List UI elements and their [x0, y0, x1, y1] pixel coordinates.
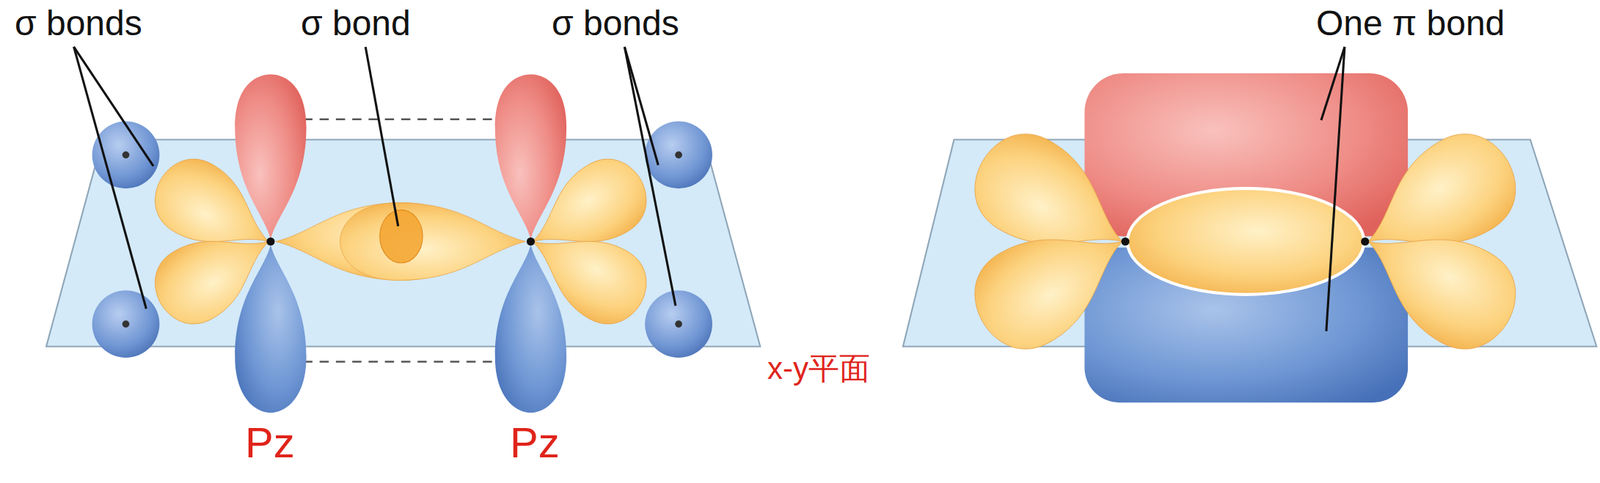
sigma-lobe	[339, 203, 526, 281]
carbon-dot	[526, 237, 535, 246]
carbon-dot	[1120, 237, 1130, 246]
leader-line	[624, 46, 676, 306]
nucleus-dot	[674, 151, 683, 159]
nucleus-dot	[122, 320, 130, 328]
hydrogen-sphere	[92, 121, 160, 189]
leader-lines	[74, 46, 676, 309]
hydrogen-sphere	[92, 290, 160, 359]
left-panel	[46, 46, 761, 414]
leader-line	[365, 46, 398, 227]
leader-line	[1326, 46, 1345, 332]
sp2-lobe	[1342, 197, 1534, 367]
orbital-label: Pz	[509, 419, 560, 467]
bond-label: σ bond	[300, 4, 411, 44]
nucleus-dot	[674, 320, 683, 328]
carbon-dot	[266, 237, 275, 246]
sp2-lobe	[141, 208, 289, 338]
carbon-dot	[1360, 237, 1369, 246]
leader-lines	[1321, 46, 1345, 332]
nucleus-dot	[122, 151, 130, 159]
bond-label: σ bonds	[14, 4, 143, 44]
bond-label: σ bonds	[551, 4, 680, 44]
overlap-sphere	[380, 209, 423, 263]
leader-line	[74, 46, 147, 309]
sigma-lobe	[1127, 188, 1365, 295]
orbital-label: Pz	[245, 419, 295, 467]
hydrogen-sphere	[644, 290, 713, 359]
sp2-lobe	[513, 208, 661, 338]
leader-line	[74, 46, 154, 167]
right-panel	[903, 46, 1597, 403]
sp2-lobe	[957, 197, 1149, 367]
leader-line	[624, 46, 659, 166]
plane-label: x-y平面	[767, 352, 871, 386]
bond-label: One π bond	[1316, 4, 1505, 44]
